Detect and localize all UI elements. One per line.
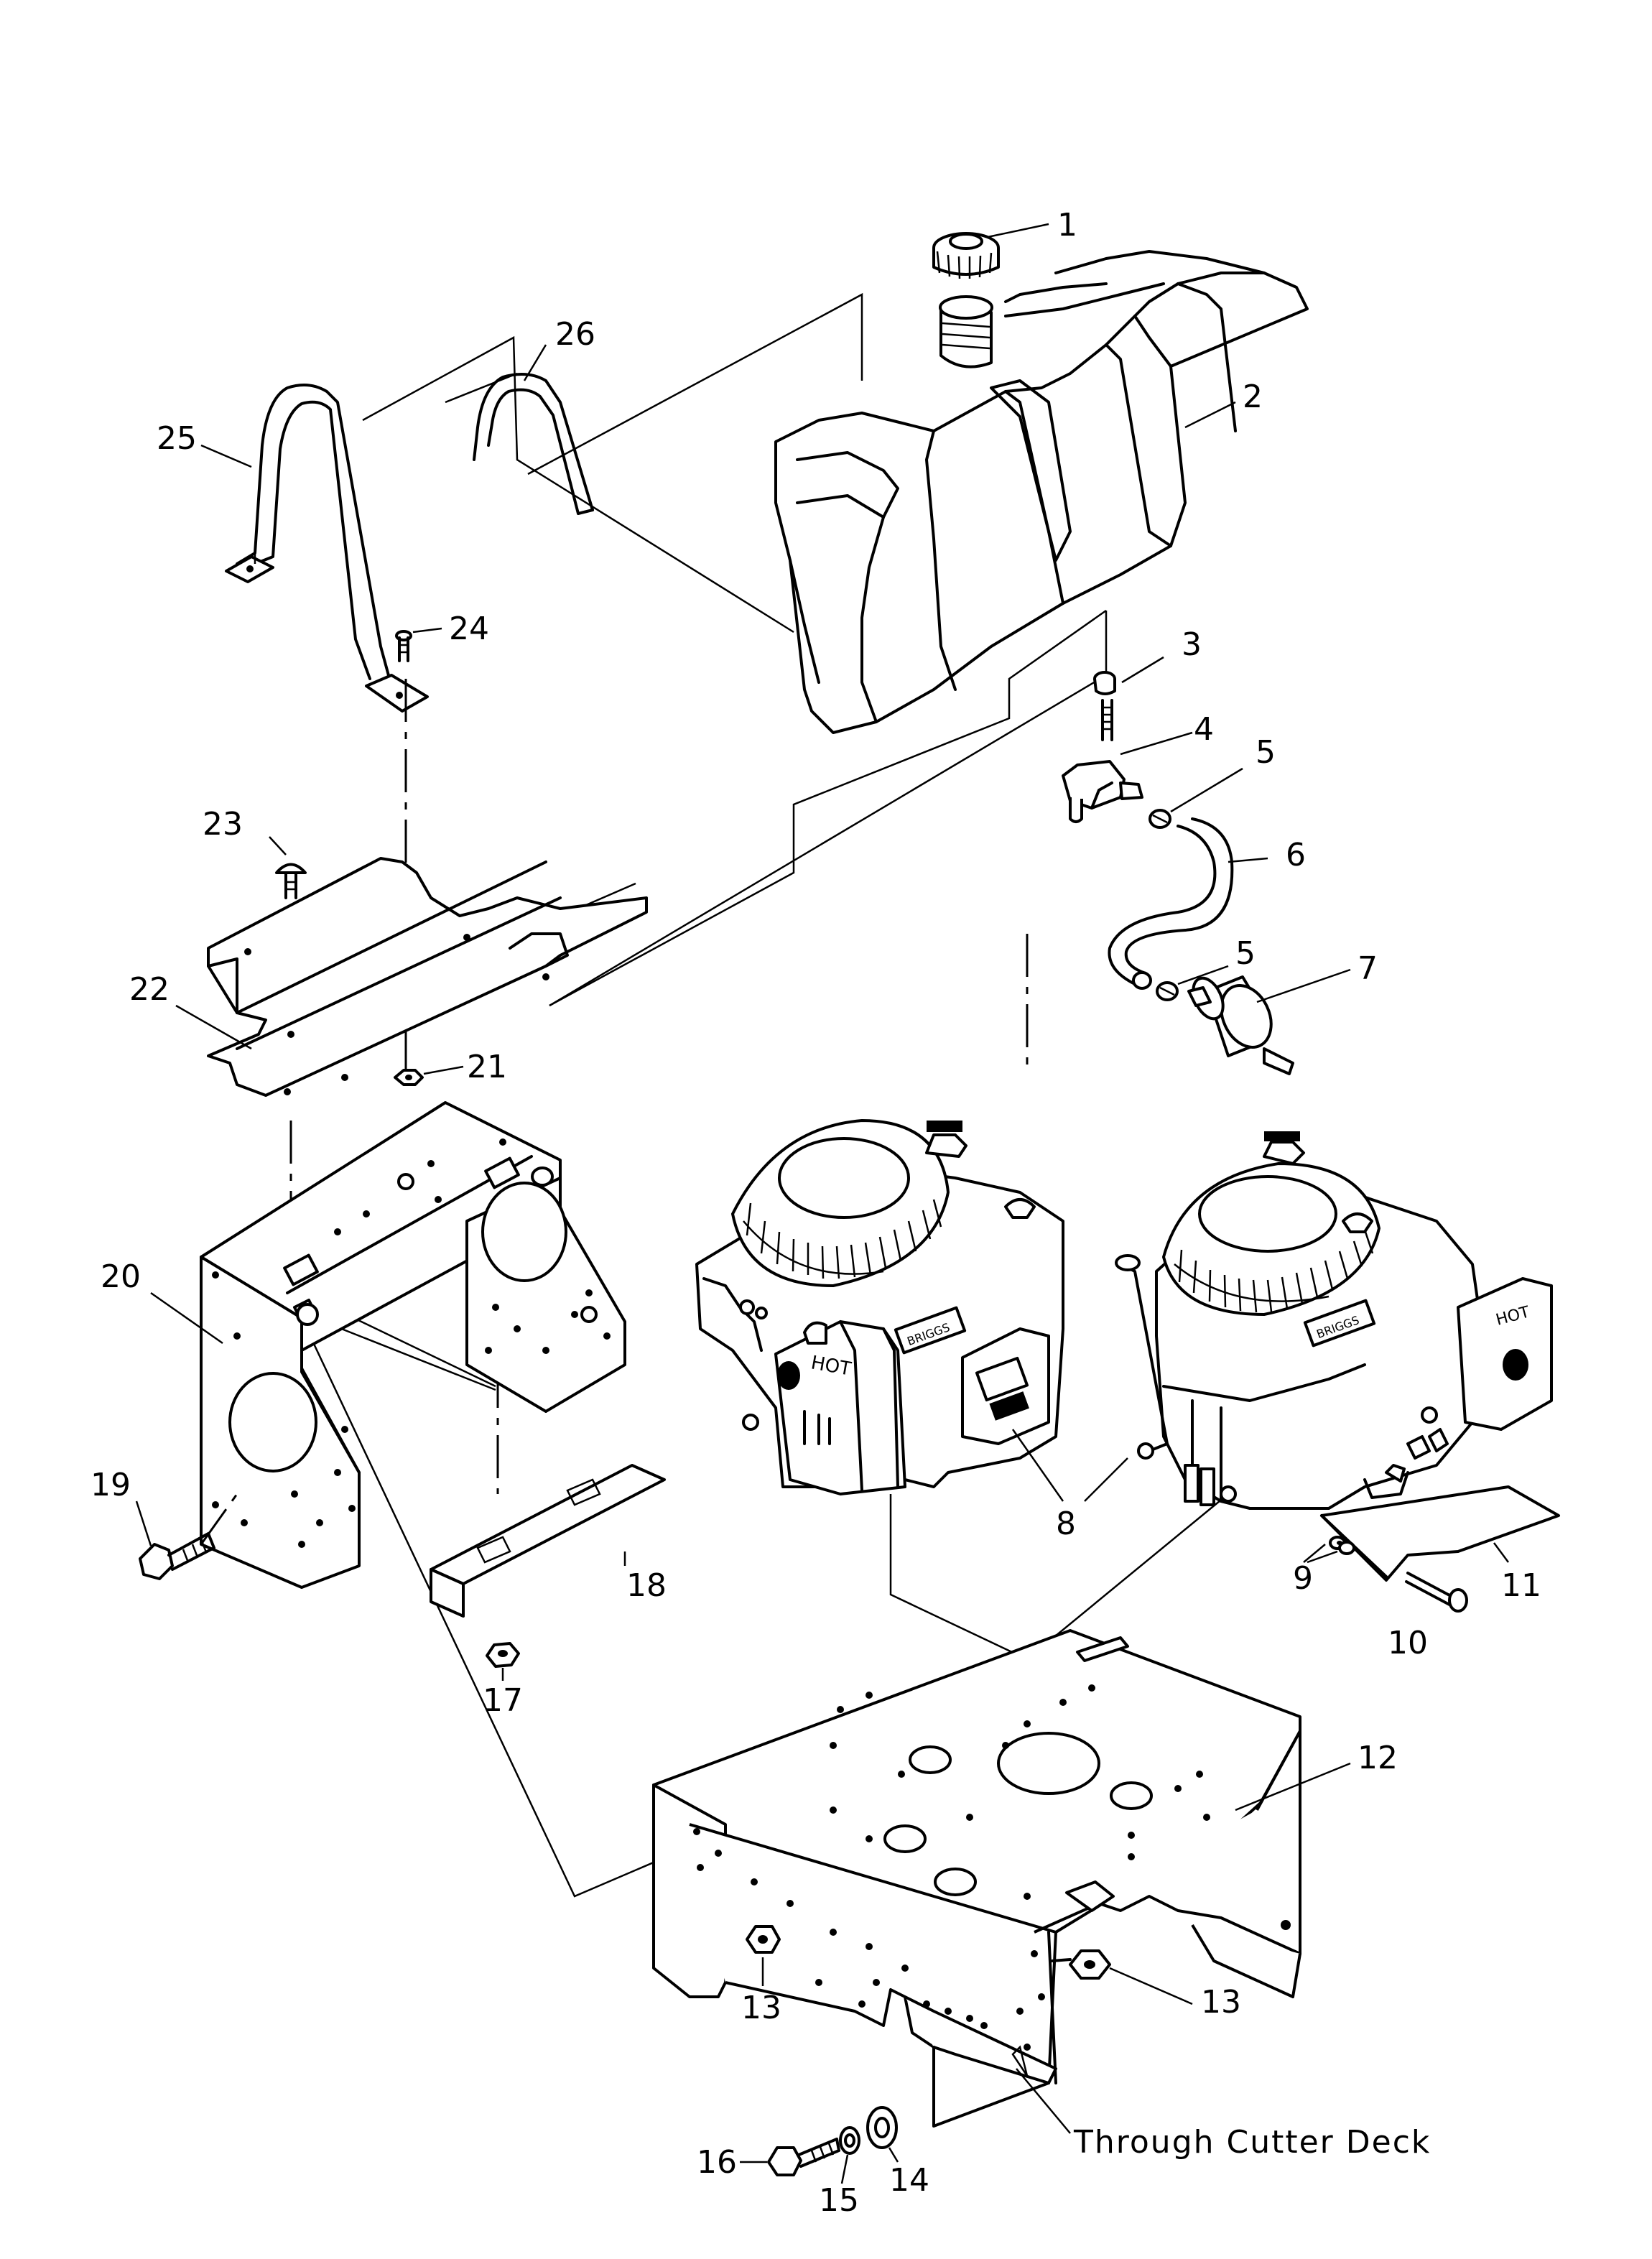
callout-24: 24 (449, 611, 489, 647)
engine-left: HOT BRIGGS HOT (695, 1119, 1064, 1495)
callout-5-upper: 5 (1256, 734, 1276, 771)
callout-14: 14 (889, 2162, 929, 2199)
callout-2: 2 (1243, 379, 1263, 415)
callout-12: 12 (1358, 1740, 1398, 1776)
carriage-bolt-23 (275, 863, 307, 899)
fuel-hose (1108, 817, 1234, 990)
callout-8: 8 (1056, 1506, 1076, 1542)
callout-7: 7 (1358, 950, 1378, 987)
tank-strap-25 (225, 384, 429, 713)
bolt-10 (1405, 1572, 1468, 1613)
callout-19: 19 (91, 1467, 131, 1503)
callout-23: 23 (203, 806, 243, 843)
callout-4: 4 (1194, 711, 1214, 748)
bolt-24 (395, 630, 412, 662)
washer-14 (866, 2106, 898, 2149)
callout-5-lower: 5 (1235, 935, 1256, 972)
callout-18: 18 (626, 1567, 667, 1604)
lock-washer-15 (839, 2126, 860, 2155)
callout-9: 9 (1293, 1560, 1313, 1597)
hose-clamp-lower (1156, 981, 1179, 1001)
fuel-tank-bracket (207, 857, 648, 1097)
bracket-18 (430, 1464, 666, 1618)
callout-16: 16 (697, 2144, 737, 2181)
note-through-cutter-deck: Through Cutter Deck (1073, 2124, 1431, 2161)
callout-11: 11 (1501, 1567, 1541, 1604)
tank-strap-26 (473, 373, 594, 515)
bolt-19 (139, 1532, 215, 1580)
callout-20: 20 (101, 1258, 141, 1295)
callout-21: 21 (467, 1049, 507, 1085)
callout-13-left: 13 (741, 1990, 781, 2026)
callout-numbers: 1 2 3 4 5 6 5 7 8 9 10 11 12 13 13 14 15… (91, 207, 1541, 2219)
fuel-shutoff-valve (1062, 671, 1143, 823)
callout-6: 6 (1286, 837, 1306, 873)
nut-13-left (746, 1925, 781, 1954)
callout-3: 3 (1182, 626, 1202, 663)
shield-11 (1320, 1485, 1560, 1582)
callout-26: 26 (555, 316, 595, 353)
callout-17: 17 (483, 1682, 523, 1719)
bolt-16 (767, 2138, 840, 2176)
callout-25: 25 (157, 420, 197, 457)
hardware-9 (1329, 1536, 1355, 1555)
nut-21 (394, 1069, 424, 1086)
engine-mount-frame (200, 1101, 626, 1589)
callout-leaders (135, 223, 1510, 2184)
nut-13-right (1051, 1949, 1111, 1980)
main-frame (652, 1629, 1301, 2128)
callout-22: 22 (129, 971, 170, 1008)
fuel-tank (774, 250, 1309, 734)
callout-10: 10 (1388, 1625, 1428, 1661)
callout-15: 15 (819, 2182, 859, 2219)
fuel-cap (932, 232, 1000, 279)
hose-clamp-upper (1148, 809, 1171, 829)
engine-right: BRIGGS HOT (1115, 1131, 1553, 1510)
nut-17 (486, 1642, 520, 1668)
fuel-filter (1187, 975, 1294, 1075)
callout-1: 1 (1057, 207, 1077, 243)
callout-13-right: 13 (1201, 1984, 1241, 2021)
